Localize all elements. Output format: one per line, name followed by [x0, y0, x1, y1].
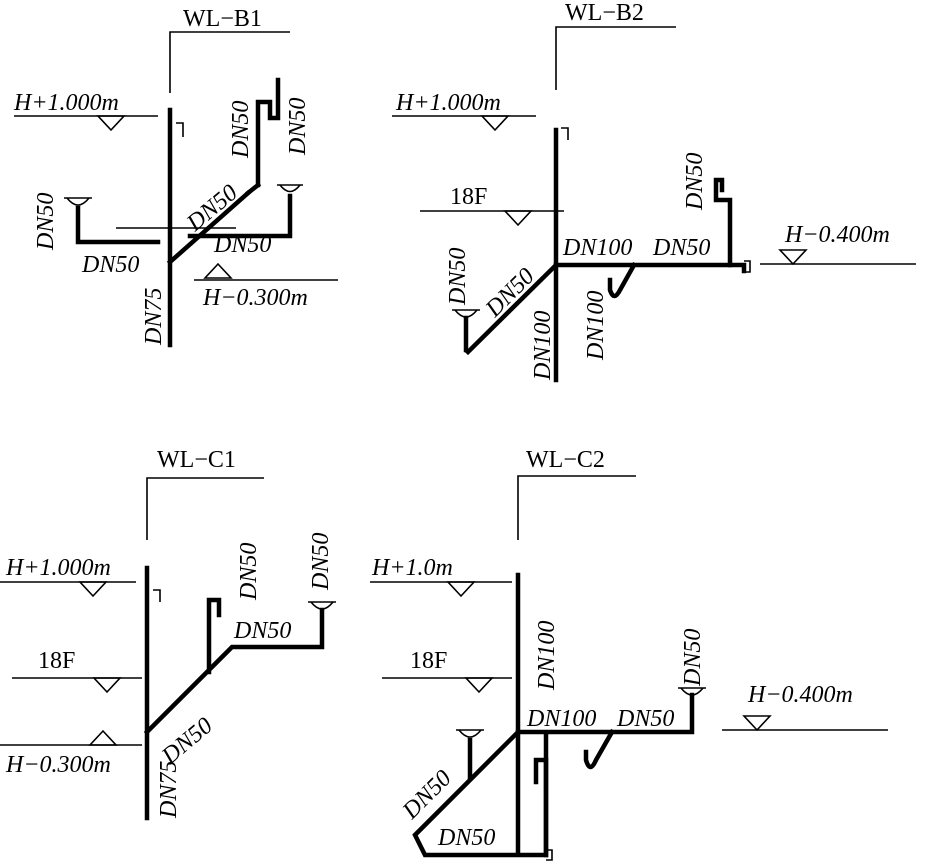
dn-fixture-b2: DN50: [445, 248, 471, 306]
elevation-right-marker-b2: [778, 249, 808, 266]
elevation-top-c1: H+1.000m: [5, 555, 111, 581]
title-leader-b2: [555, 26, 676, 90]
title-wl-b1: WL−B1: [183, 6, 262, 32]
basin-right-c2: [680, 687, 704, 696]
title-leader-b1: [169, 31, 290, 93]
title-leader-c1: [146, 477, 264, 540]
dn-trap-b-b1: DN50: [285, 98, 311, 156]
trap-right-b2: [713, 177, 733, 268]
floor-marker-b2: [503, 210, 533, 227]
dn-horiz-b2: DN100: [562, 235, 632, 261]
dn-right-top-b2: DN50: [682, 153, 708, 211]
branch-c1: [143, 607, 325, 736]
dn-horiz-c1: DN50: [233, 618, 291, 644]
floor-marker-c1: [92, 677, 122, 694]
dn-main-b1: DN75: [141, 288, 167, 346]
dn-left-b1: DN50: [81, 252, 139, 278]
branch-diagonal-b2: [464, 261, 560, 356]
dn-main-c1: DN75: [156, 761, 182, 819]
basin-right-b1: [279, 184, 301, 193]
trap-c2: [583, 728, 616, 770]
dn-branch-b1: DN50: [213, 232, 271, 258]
dn-trap-b2: DN100: [583, 291, 609, 361]
dn-diagonal-c2: DN50: [397, 765, 457, 825]
floor-label-c1: 18F: [38, 648, 75, 674]
trap-lower-c2: [533, 757, 549, 858]
dn-horiz-c2: DN100: [526, 706, 596, 732]
title-wl-b2: WL−B2: [565, 0, 644, 26]
trap-c1: [206, 597, 222, 675]
dn-main-c2: DN100: [534, 621, 560, 691]
elevation-bottom-b1: H−0.300m: [202, 285, 308, 311]
elevation-top-b1: H+1.000m: [13, 90, 119, 116]
basin-left-b1: [66, 197, 90, 206]
diagram-wl-c1: WL−C1 H+1.000m 18F H−0.300m DN50 DN50 DN…: [0, 447, 336, 821]
branch-horizontal-c2: [515, 692, 695, 735]
diagram-wl-b2: WL−B2 H+1.000m 18F H−0.400m DN100 DN50 D…: [392, 0, 916, 383]
branch-left-b1: [75, 205, 161, 245]
floor-label-b2: 18F: [450, 184, 487, 210]
dn-bottom-c2: DN50: [437, 825, 495, 851]
floor-marker-c2: [464, 677, 494, 694]
diagram-wl-b1: WL−B1 H+1.000m H−0.300m DN50 DN50 DN50 D…: [13, 6, 338, 348]
dn-horiz2-c2: DN50: [616, 706, 674, 732]
elevation-bottom-marker-c1: [88, 729, 118, 746]
basin-c1: [310, 601, 334, 610]
dn-fixture-c1: DN50: [308, 533, 334, 591]
elevation-right-marker-c2: [742, 715, 772, 732]
title-leader-c2: [517, 475, 636, 540]
elevation-top-b2: H+1.000m: [395, 90, 501, 116]
title-wl-c2: WL−C2: [526, 447, 605, 473]
elevation-marker-c2: [446, 581, 476, 598]
cleanout-c2: [546, 849, 553, 861]
cleanout-b2: [744, 260, 751, 273]
floor-label-c2: 18F: [410, 648, 447, 674]
vent-cap-b2: [561, 127, 569, 140]
elevation-marker-c1: [78, 581, 108, 598]
dn-trap-a-b1: DN50: [228, 101, 254, 159]
elevation-right-b2: H−0.400m: [784, 222, 890, 248]
dn-trap-c1: DN50: [236, 543, 262, 601]
title-wl-c1: WL−C1: [157, 447, 236, 473]
dn-left-vertical-b1: DN50: [33, 193, 59, 251]
dn-main-b2: DN100: [530, 311, 556, 381]
trap-b2: [607, 261, 638, 299]
vent-cap-b1: [176, 122, 184, 137]
diagram-wl-c2: WL−C2 H+1.0m 18F H−0.400m DN100 DN50 DN1…: [370, 447, 888, 861]
branch-horizontal-b1: [187, 193, 293, 239]
dn-fixture-c2: DN50: [680, 629, 706, 687]
basin-left-c2: [458, 729, 482, 738]
trap-pipe-b1: [255, 77, 281, 188]
elevation-marker-b2: [480, 115, 510, 132]
branch-horizontal-b2: [553, 262, 747, 274]
elevation-bottom-marker-b1: [203, 262, 233, 279]
vent-cap-c1: [153, 589, 161, 602]
basin-b2: [454, 309, 478, 318]
elevation-marker-b1: [96, 115, 126, 132]
elevation-right-c2: H−0.400m: [747, 682, 853, 708]
dn-horiz2-b2: DN50: [652, 235, 710, 261]
elevation-bottom-c1: H−0.300m: [5, 752, 111, 778]
elevation-top-c2: H+1.0m: [371, 555, 453, 581]
